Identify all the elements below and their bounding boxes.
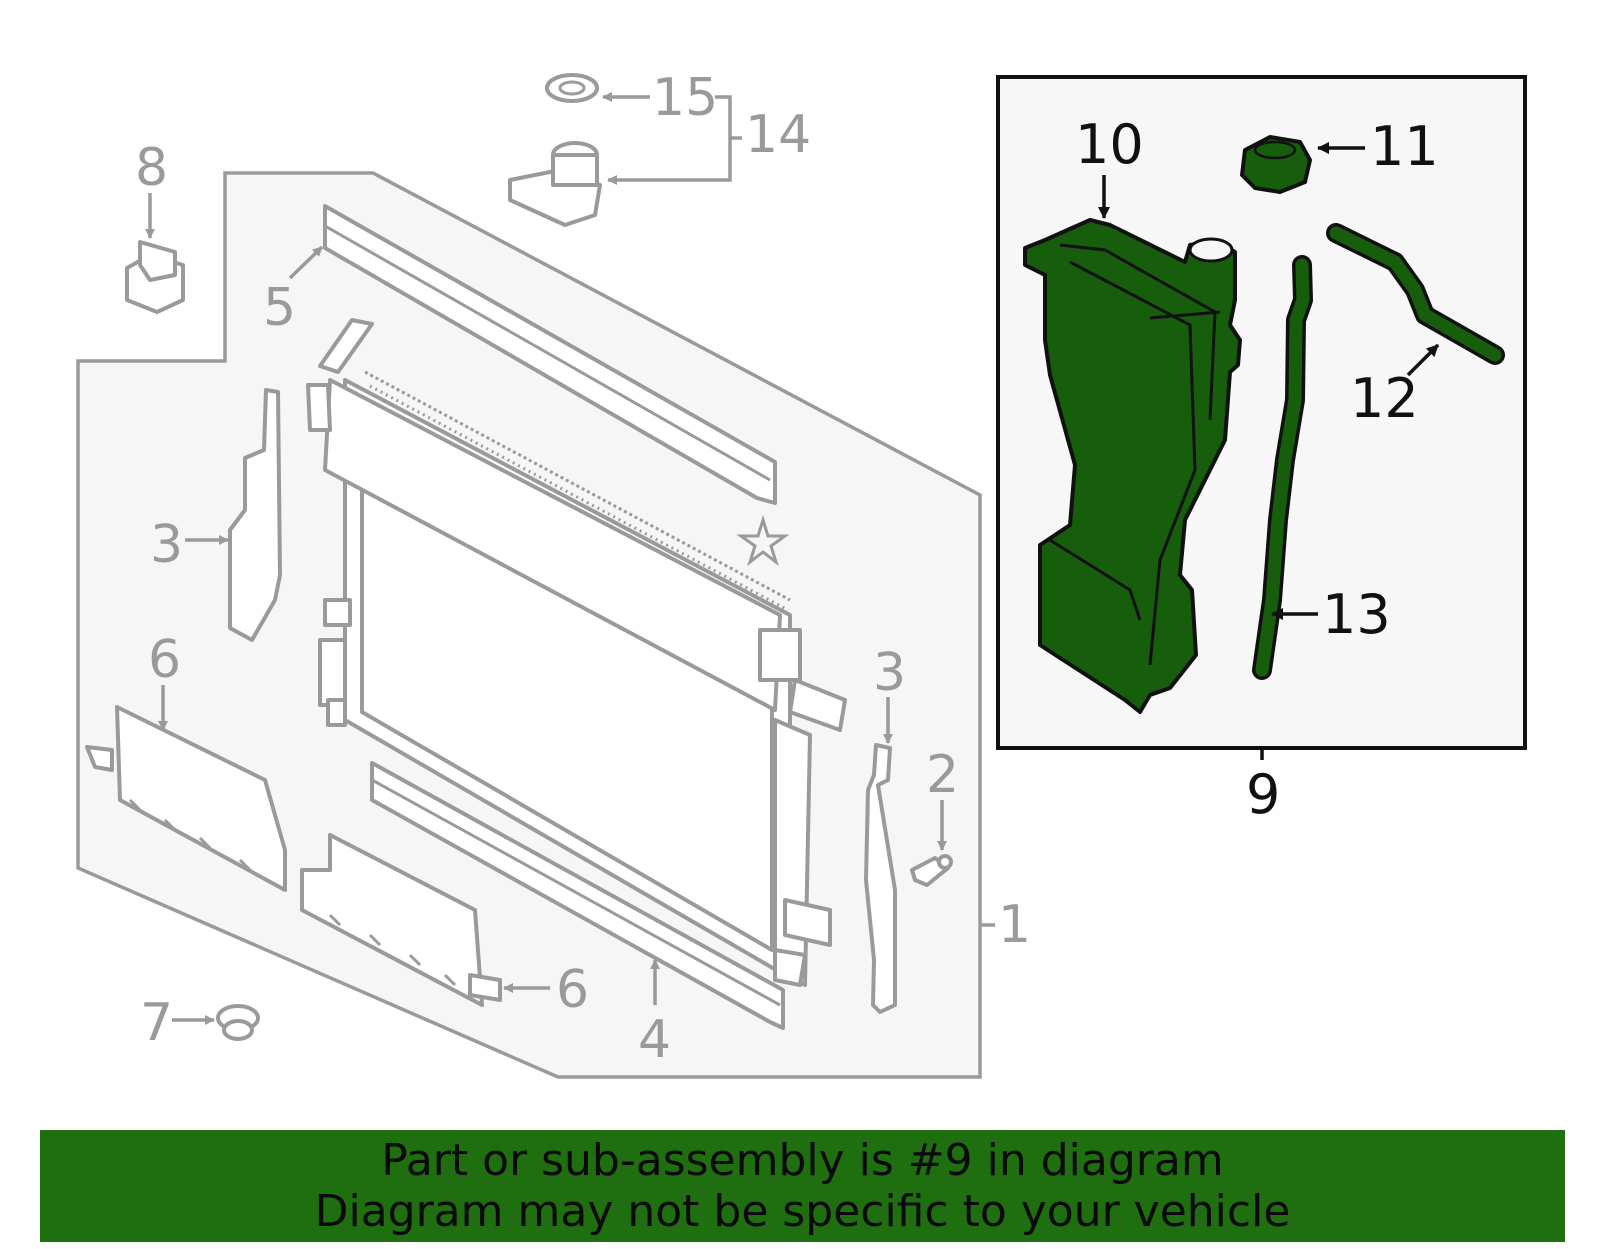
callout-3-left: 3 (150, 515, 183, 575)
callout-12: 12 (1350, 367, 1419, 430)
part-7-grommet (216, 1004, 260, 1041)
part-6-left-air-guide (85, 705, 287, 892)
callout-6-lower: 6 (556, 960, 589, 1020)
part-10-reservoir (1023, 218, 1242, 714)
callout-13: 13 (1322, 583, 1391, 646)
leader-12 (1406, 343, 1440, 377)
part-4-lower-seal (370, 761, 785, 1030)
part-8-clip (125, 240, 185, 314)
star-icon (736, 514, 790, 567)
callout-2: 2 (926, 745, 959, 805)
callout-7: 7 (140, 993, 173, 1053)
callout-9: 9 (1246, 763, 1280, 826)
part-15-bushing (545, 73, 599, 103)
callout-14: 14 (745, 105, 811, 165)
part-3-left-bracket (228, 388, 282, 642)
banner-line-2: Diagram may not be specific to your vehi… (314, 1186, 1291, 1237)
part-1-radiator (306, 318, 847, 987)
part-11-cap (1240, 135, 1312, 194)
part-14-bracket (508, 141, 602, 227)
info-banner: Part or sub-assembly is #9 in diagram Di… (40, 1130, 1565, 1242)
banner-line-1: Part or sub-assembly is #9 in diagram (381, 1135, 1224, 1186)
callout-15: 15 (652, 68, 718, 128)
callout-8: 8 (135, 138, 168, 198)
callout-11: 11 (1370, 115, 1439, 178)
callout-1: 1 (998, 895, 1031, 955)
part-2-sensor (910, 854, 953, 887)
part-5-upper-seal (323, 204, 777, 505)
leader-5 (288, 245, 324, 280)
callout-6-left: 6 (148, 630, 181, 690)
callout-5: 5 (263, 278, 296, 338)
part-3-right-bracket (864, 743, 897, 1014)
callout-3-right: 3 (873, 643, 906, 703)
callout-10: 10 (1075, 113, 1144, 176)
callout-4: 4 (638, 1010, 671, 1070)
part-6-lower-air-guide (300, 833, 502, 1007)
